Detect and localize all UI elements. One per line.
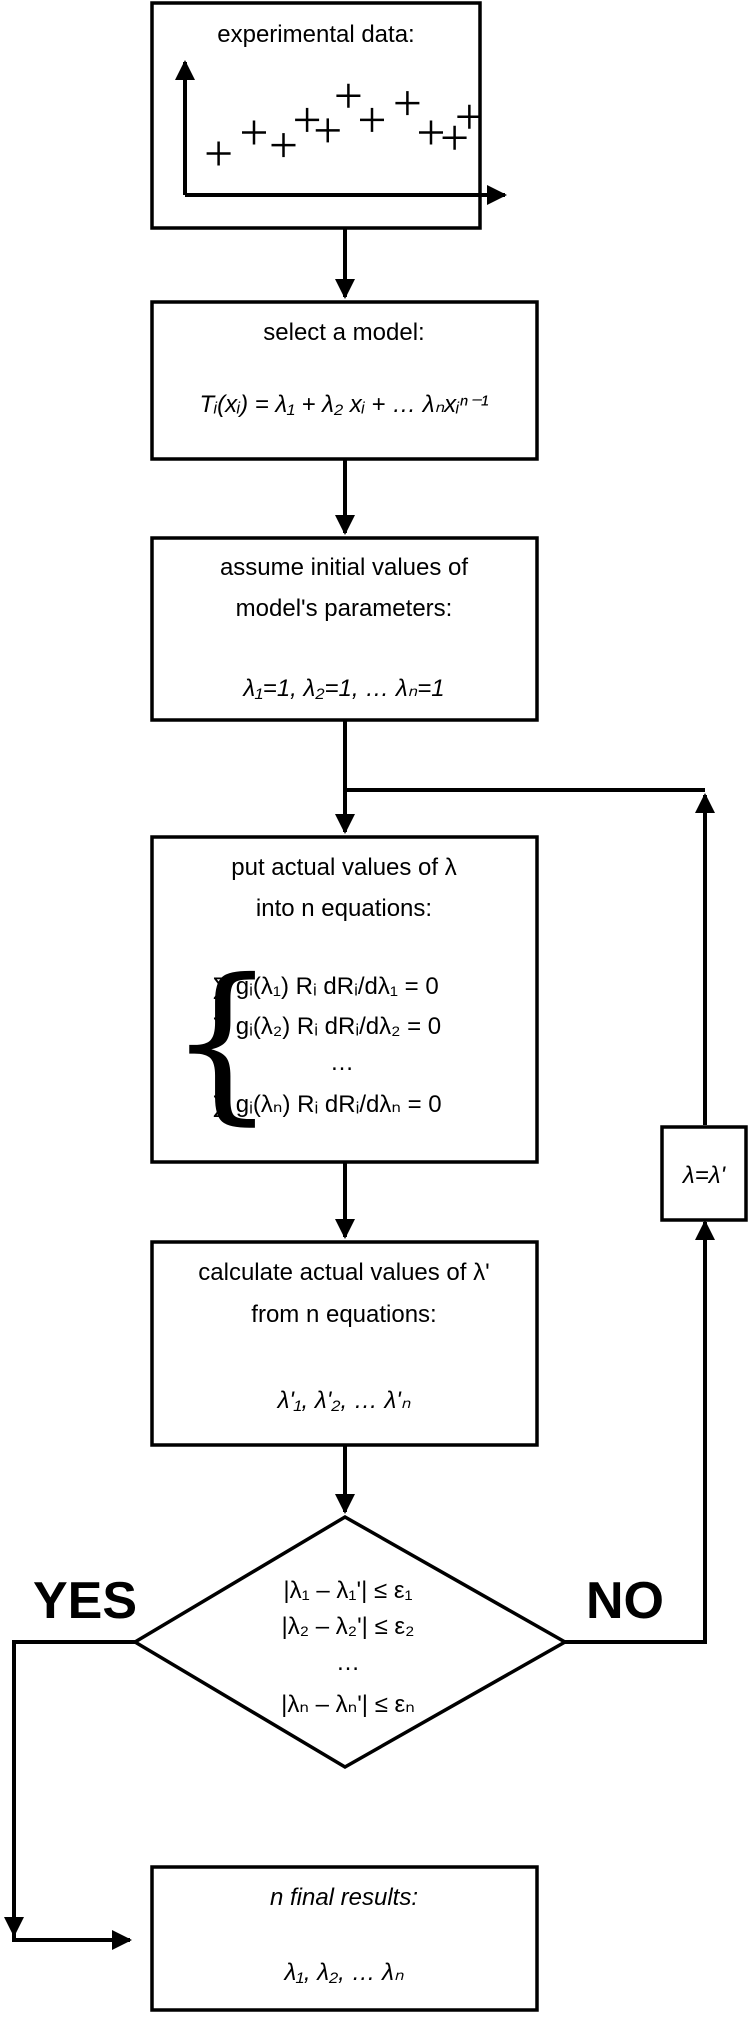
data-point (315, 118, 340, 143)
equations-line1: put actual values of λ (231, 854, 456, 881)
yes-label: YES (33, 1572, 137, 1630)
condition-1: |λ₁ – λ₁'| ≤ ε₁ (283, 1577, 412, 1604)
final-results-formula: λ₁, λ₂, … λₙ (282, 1959, 404, 1986)
data-point (271, 133, 296, 158)
condition-2: |λ₂ – λ₂'| ≤ ε₂ (282, 1613, 415, 1640)
update-label: λ=λ' (681, 1162, 727, 1189)
data-point (457, 104, 482, 129)
calculate-box: calculate actual values of λ' from n equ… (150, 1240, 539, 1447)
data-point (242, 120, 266, 145)
final-results-title: n final results: (270, 1884, 418, 1911)
condition-dots: … (336, 1649, 360, 1676)
data-point (206, 141, 231, 166)
experimental-data-box: experimental data: (150, 1, 507, 230)
equation-1: ∑ gᵢ(λ₁) Rᵢ dRᵢ/dλ₁ = 0 (212, 973, 439, 1000)
select-model-title: select a model: (263, 319, 424, 346)
data-point (295, 107, 320, 132)
equation-2: ∑ gᵢ(λ₂) Rᵢ dRᵢ/dλ₂ = 0 (212, 1013, 441, 1040)
condition-n: |λₙ – λₙ'| ≤ εₙ (281, 1691, 415, 1718)
data-point (442, 125, 467, 150)
arrow-no-to-update (565, 1220, 715, 1644)
equations-line2: into n equations: (256, 895, 432, 922)
calculate-line2: from n equations: (251, 1301, 436, 1328)
data-points (206, 83, 482, 166)
no-label: NO (586, 1572, 664, 1630)
scatter-plot (175, 60, 507, 205)
model-formula: Tᵢ(xᵢ) = λ₁ + λ₂ xᵢ + … λₙxᵢⁿ⁻¹ (199, 391, 488, 418)
select-model-box: select a model: Tᵢ(xᵢ) = λ₁ + λ₂ xᵢ + … … (150, 300, 539, 461)
arrow-yes-to-final (12, 1640, 135, 1950)
update-box: λ=λ' (660, 1125, 748, 1222)
equations-box: put actual values of λ into n equations:… (150, 835, 539, 1164)
equations-brace: { (168, 943, 276, 1141)
data-point (419, 120, 443, 145)
data-point (336, 83, 361, 108)
initial-values-line1: assume initial values of (220, 554, 468, 581)
calculate-formula: λ'₁, λ'₂, … λ'ₙ (276, 1387, 411, 1414)
final-results-box: n final results: λ₁, λ₂, … λₙ (150, 1865, 539, 2012)
convergence-decision: |λ₁ – λ₁'| ≤ ε₁ |λ₂ – λ₂'| ≤ ε₂ … |λₙ – … (131, 1514, 569, 1770)
data-point (360, 107, 384, 132)
initial-values-formula: λ₁=1, λ₂=1, … λₙ=1 (241, 675, 444, 702)
experimental-data-title: experimental data: (217, 21, 414, 48)
initial-values-line2: model's parameters: (236, 595, 453, 622)
equation-n: ∑ gᵢ(λₙ) Rᵢ dRᵢ/dλₙ = 0 (212, 1091, 442, 1118)
initial-values-box: assume initial values of model's paramet… (150, 536, 539, 722)
equation-dots: … (330, 1049, 354, 1076)
calculate-line1: calculate actual values of λ' (198, 1259, 489, 1286)
data-point (395, 91, 420, 116)
